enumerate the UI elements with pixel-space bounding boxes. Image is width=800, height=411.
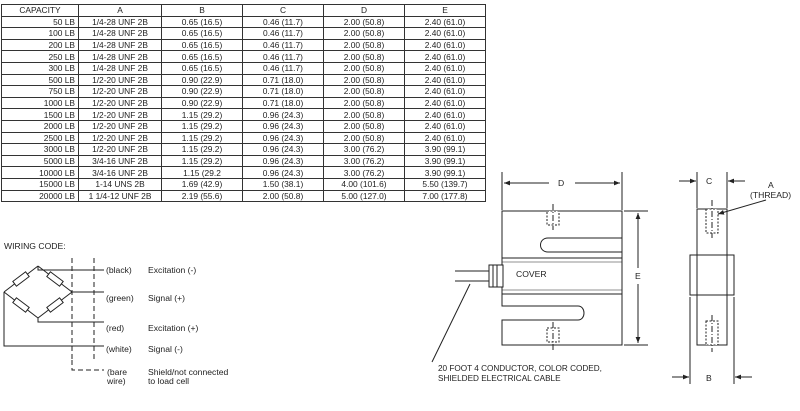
cable-note-2: SHIELDED ELECTRICAL CABLE <box>438 374 561 383</box>
table-cell-d: 3.00 (76.2) <box>323 154 405 168</box>
table-cell-e: 3.90 (99.1) <box>404 166 486 179</box>
wire-color-black: (black) <box>106 265 132 275</box>
table-cell-d: 2.00 (50.8) <box>323 50 405 63</box>
wire-color-white: (white) <box>106 344 132 354</box>
header-e: E <box>404 4 486 17</box>
table-cell-capacity: 100 LB <box>1 27 79 40</box>
header-a: A <box>78 4 162 17</box>
table-cell-c: 0.46 (11.7) <box>242 38 324 52</box>
table-cell-a: 1/2-20 UNF 2B <box>78 119 162 133</box>
table-cell-e: 2.40 (61.0) <box>404 131 486 145</box>
table-cell-capacity: 2000 LB <box>1 119 79 133</box>
dimension-e-label: E <box>635 271 641 281</box>
table-cell-a: 1/2-20 UNF 2B <box>78 131 162 145</box>
table-header-row: CAPACITY A B C D E <box>1 4 486 17</box>
wire-color-bare-2: wire) <box>106 376 126 386</box>
table-cell-capacity: 200 LB <box>1 38 79 52</box>
table-cell-a: 3/4-16 UNF 2B <box>78 154 162 168</box>
table-cell-d: 4.00 (101.6) <box>323 177 405 191</box>
load-cell-front-view <box>431 172 648 363</box>
table-cell-e: 2.40 (61.0) <box>404 27 486 40</box>
table-cell-c: 0.96 (24.3) <box>242 166 324 179</box>
wire-signal-red: Excitation (+) <box>148 323 199 333</box>
side-thread-bottom-icon <box>705 315 719 352</box>
table-cell-d: 2.00 (50.8) <box>323 131 405 145</box>
wire-color-bare-1: (bare <box>107 367 127 377</box>
cable-icon <box>455 264 504 288</box>
table-cell-e: 7.00 (177.8) <box>404 189 486 203</box>
thread-hole-top-icon <box>546 204 560 230</box>
table-cell-c: 0.96 (24.3) <box>242 143 324 156</box>
table-cell-b: 0.65 (16.5) <box>161 27 243 40</box>
thread-hole-bottom-icon <box>546 322 560 350</box>
table-cell-d: 2.00 (50.8) <box>323 119 405 133</box>
side-thread-top-icon <box>705 200 719 238</box>
header-c: C <box>242 4 324 17</box>
cable-note-1: 20 FOOT 4 CONDUCTOR, COLOR CODED, <box>438 364 602 373</box>
header-b: B <box>161 4 243 17</box>
table-cell-b: 1.15 (29.2 <box>161 166 243 179</box>
table-cell-a: 1/4-28 UNF 2B <box>78 27 162 40</box>
table-cell-c: 0.96 (24.3) <box>242 154 324 168</box>
shield-note-2: to load cell <box>148 376 189 386</box>
wire-color-red: (red) <box>106 323 124 333</box>
load-cell-side-view <box>672 172 767 384</box>
table-cell-e: 2.40 (61.0) <box>404 119 486 133</box>
wiring-diagram: WIRING CODE: (black) Excitat <box>3 241 228 386</box>
table-cell-a: 1-14 UNS 2B <box>78 177 162 191</box>
shield-wire <box>71 258 104 371</box>
table-cell-d: 3.00 (76.2) <box>323 166 405 179</box>
shield-note-1: Shield/not connected <box>148 367 228 377</box>
thread-label: (THREAD) <box>750 190 791 200</box>
table-cell-capacity: 15000 LB <box>1 177 79 191</box>
table-cell-d: 2.00 (50.8) <box>323 38 405 52</box>
table-cell-e: 3.90 (99.1) <box>404 154 486 168</box>
cover-label: COVER <box>516 269 547 279</box>
table-cell-a: 1 1/4-12 UNF 2B <box>78 189 162 203</box>
thread-a-label: A <box>768 180 774 190</box>
dimension-c-label: C <box>706 176 712 186</box>
table-cell-e: 3.90 (99.1) <box>404 143 486 156</box>
wire-signal-black: Excitation (-) <box>148 265 196 275</box>
table-cell-c: 0.96 (24.3) <box>242 131 324 145</box>
table-cell-e: 5.50 (139.7) <box>404 177 486 191</box>
wire-signal-white: Signal (-) <box>148 344 183 354</box>
table-cell-a: 3/4-16 UNF 2B <box>78 166 162 179</box>
wire-color-green: (green) <box>106 293 134 303</box>
wire-signal-green: Signal (+) <box>148 293 185 303</box>
table-cell-b: 1.15 (29.2) <box>161 143 243 156</box>
table-cell-a: 1/2-20 UNF 2B <box>78 143 162 156</box>
wiring-code-title: WIRING CODE: <box>4 241 66 251</box>
wheatstone-bridge-icon <box>3 265 104 347</box>
header-capacity: CAPACITY <box>1 4 79 17</box>
table-cell-e: 2.40 (61.0) <box>404 50 486 63</box>
table-cell-e: 2.40 (61.0) <box>404 38 486 52</box>
dimension-b-label: B <box>706 373 712 383</box>
dimension-d-label: D <box>558 178 564 188</box>
table-cell-c: 0.96 (24.3) <box>242 119 324 133</box>
table-cell-capacity: 250 LB <box>1 50 79 63</box>
